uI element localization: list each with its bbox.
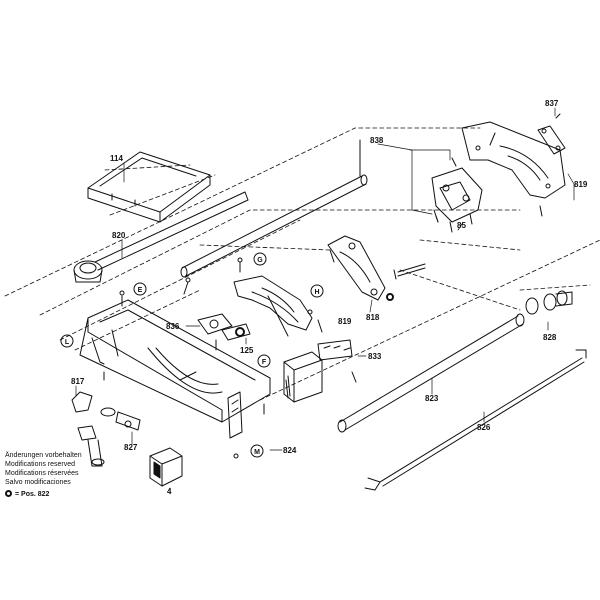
letter-h: H [314, 289, 319, 296]
part-820-rod [73, 191, 249, 283]
part-818-pivot-plate [327, 235, 386, 301]
letter-f: F [262, 359, 267, 366]
letter-e: E [138, 287, 143, 294]
label-836: 836 [166, 322, 180, 331]
part-836-clamp-lever [197, 313, 251, 351]
part-number-labels: 114 820 838 837 819 85 819 818 836 125 8… [71, 99, 588, 496]
footnote-text: = Pos. 822 [15, 491, 50, 498]
label-125: 125 [240, 346, 254, 355]
label-114: 114 [110, 154, 123, 163]
note-line-4: Salvo modificaciones [5, 479, 71, 486]
position-letter-circles [60, 252, 324, 458]
ring-icon [5, 490, 12, 497]
label-85: 85 [457, 221, 466, 230]
part-828-roller-ends [525, 290, 573, 315]
label-838: 838 [370, 136, 384, 145]
letter-l: L [65, 339, 70, 346]
part-837-link-plate [537, 113, 566, 155]
screw-set [386, 263, 426, 301]
label-819-lower: 819 [338, 317, 352, 326]
part-817-knob [71, 391, 141, 467]
part-4-switch [149, 447, 183, 487]
part-826-cable [364, 349, 587, 491]
part-114-tray [87, 151, 211, 223]
note-line-3: Modifications réservées [5, 470, 79, 477]
position-letters: E G H L F M [65, 257, 320, 456]
dashed-leader-lines [4, 127, 600, 401]
note-line-1: Änderungen vorbehalten [5, 452, 82, 459]
part-823-tube [337, 313, 525, 433]
label-824: 824 [283, 446, 297, 455]
label-817: 817 [71, 377, 85, 386]
label-4: 4 [167, 487, 172, 496]
part-833-switch-housing [283, 339, 353, 403]
label-827: 827 [124, 443, 138, 452]
label-819-upper: 819 [574, 180, 588, 189]
note-line-2: Modifications reserved [5, 461, 76, 468]
letter-g: G [257, 257, 263, 264]
label-837: 837 [545, 99, 559, 108]
fasteners [103, 157, 543, 415]
footnote: = Pos. 822 [5, 490, 49, 498]
part-838-tube [180, 139, 368, 278]
letter-m: M [254, 449, 260, 456]
label-820: 820 [112, 231, 126, 240]
part-819-arc-bracket-upper [461, 121, 566, 199]
label-823: 823 [425, 394, 439, 403]
label-leaders [75, 107, 575, 495]
main-housing-frame [79, 299, 271, 459]
label-818: 818 [366, 313, 380, 322]
label-833: 833 [368, 352, 382, 361]
part-819-arc-bracket-lower [233, 275, 313, 337]
label-826: 826 [477, 423, 491, 432]
label-828: 828 [543, 333, 557, 342]
